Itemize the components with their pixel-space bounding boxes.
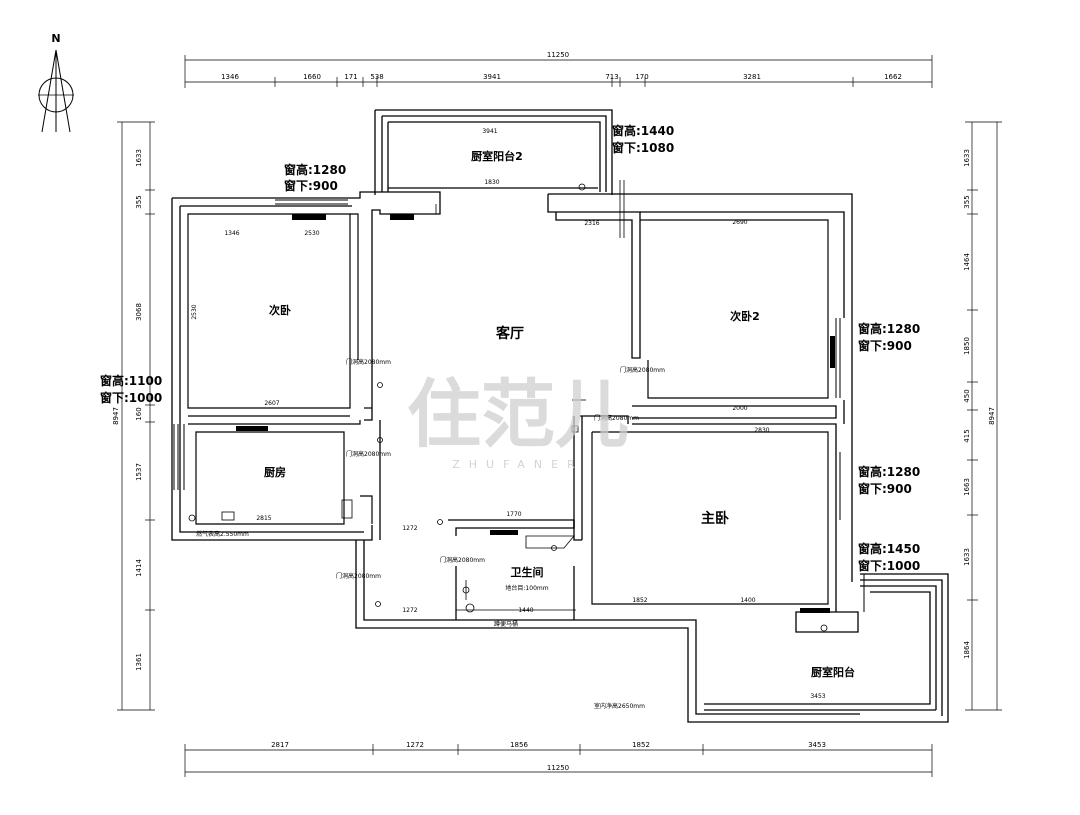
bottom-dimension: 3453: [808, 741, 826, 749]
door-height-note: 门洞高2080mm: [346, 358, 391, 366]
right-dimension: 1663: [963, 478, 971, 496]
inner-dimension: 1346: [224, 230, 239, 237]
door-marks: [188, 180, 828, 632]
inner-dimension: 2607: [264, 400, 279, 407]
right-dimension: 1464: [963, 253, 971, 271]
left-dimension: 1633: [135, 149, 143, 167]
bottom-dimensions: [184, 744, 933, 777]
top-dimensions: [184, 55, 933, 88]
left-total-dimension: 8947: [112, 407, 120, 425]
top-dimension: 3941: [483, 73, 501, 81]
window-sill-label: 窗下:1080: [612, 140, 674, 155]
master-walls: [591, 431, 829, 605]
left-dimension: 160: [135, 407, 143, 420]
bottom-dimension: 1856: [510, 741, 528, 749]
top-total-dimension: 11250: [547, 51, 569, 59]
window-height-label: 窗高:1280: [858, 321, 920, 336]
window-sill-label: 窗下:900: [858, 338, 912, 353]
right-dimension: 1864: [963, 641, 971, 659]
room-label-bedroom: 次卧: [269, 303, 291, 317]
room-label-master: 主卧: [701, 510, 729, 527]
right-dimensions: [965, 121, 1002, 711]
right-dimension: 355: [963, 195, 971, 208]
bottom-dimension: 1272: [406, 741, 424, 749]
right-dimension: 450: [963, 389, 971, 402]
top-dimension: 3281: [743, 73, 761, 81]
room-label-bedroom2: 次卧2: [730, 309, 760, 323]
bathroom-note: 地台目:100mm: [505, 584, 548, 592]
watermark-latin: ZHUFANER: [452, 458, 584, 471]
left-dimension: 1414: [135, 559, 143, 577]
window-sill-label: 窗下:900: [858, 481, 912, 496]
top-dimension: 171: [344, 73, 357, 81]
top-dimension: 1662: [884, 73, 902, 81]
window-height-label: 窗高:1280: [858, 464, 920, 479]
bottom-total-dimension: 11250: [547, 764, 569, 772]
window-height-label: 窗高:1280: [284, 162, 346, 177]
door-height-note: 门洞高2080mm: [336, 572, 381, 580]
inner-dimension: 1852: [632, 597, 647, 604]
right-total-dimension: 8947: [988, 407, 996, 425]
inner-dimension: 1272: [402, 525, 417, 532]
inner-dimension: 3453: [810, 693, 825, 700]
top-dimension: 538: [370, 73, 383, 81]
door-height-note: 门洞高2080mm: [346, 450, 391, 458]
gas-meter-note: 燃气表高2.550mm: [196, 530, 249, 538]
window-height-label: 窗高:1440: [612, 123, 674, 138]
top-dimension: 170: [635, 73, 648, 81]
exterior-walls: [171, 109, 949, 723]
room-label-living: 客厅: [495, 325, 524, 342]
left-dimension: 1537: [135, 463, 143, 481]
left-dimension: 3068: [135, 303, 143, 321]
inner-dimension: 2530: [304, 230, 319, 237]
room-label-balcony-bottom: 厨室阳台: [811, 665, 855, 679]
door-height-note: 门洞高2080mm: [594, 414, 639, 422]
right-dimension: 1633: [963, 548, 971, 566]
right-dimension: 1850: [963, 337, 971, 355]
bottom-dimension: 1852: [632, 741, 650, 749]
door-height-note: 门洞高2080mm: [620, 366, 665, 374]
left-dimensions: [117, 121, 155, 711]
door-height-note: 门洞高2080mm: [440, 556, 485, 564]
inner-dimension: 2690: [732, 219, 747, 226]
window-sill-label: 窗下:900: [284, 178, 338, 193]
inner-dimension: 2530: [191, 304, 198, 319]
inner-dimension: 3941: [482, 128, 497, 135]
inner-dimension: 1440: [518, 607, 533, 614]
room-label-bathroom: 卫生间: [511, 565, 544, 579]
top-dimension: 713: [605, 73, 618, 81]
top-dimension: 1660: [303, 73, 321, 81]
compass-icon: N: [38, 32, 74, 133]
radiator-icon: [236, 214, 835, 613]
window-marks: [173, 199, 865, 612]
inner-dimension: 1770: [506, 511, 521, 518]
inner-dimension: 1830: [484, 179, 499, 186]
right-dimension: 1633: [963, 149, 971, 167]
bedroom2-walls: [640, 219, 829, 399]
toilet-note: 蹲便马桶: [494, 620, 518, 628]
room-label-balcony-top: 厨室阳台2: [471, 149, 523, 163]
inner-dimension: 2316: [584, 220, 599, 227]
window-sill-label: 窗下:1000: [100, 390, 162, 405]
room-label-kitchen: 厨房: [264, 465, 286, 479]
compass-north-label: N: [51, 32, 60, 45]
left-dimension: 1361: [135, 653, 143, 671]
top-dimension: 1346: [221, 73, 239, 81]
inner-dimension: 1272: [402, 607, 417, 614]
watermark-logo: 住范儿: [407, 372, 629, 458]
window-sill-label: 窗下:1000: [858, 558, 920, 573]
ceiling-height-note: 室内净高2650mm: [594, 702, 645, 710]
inner-dimension: 2830: [754, 427, 769, 434]
right-dimension: 415: [963, 429, 971, 442]
inner-dimension: 2000: [732, 405, 747, 412]
bottom-dimension: 2817: [271, 741, 289, 749]
left-dimension: 355: [135, 195, 143, 208]
window-height-label: 窗高:1100: [100, 373, 162, 388]
inner-dimension: 1400: [740, 597, 755, 604]
inner-dimension: 2815: [256, 515, 271, 522]
window-height-label: 窗高:1450: [858, 541, 920, 556]
